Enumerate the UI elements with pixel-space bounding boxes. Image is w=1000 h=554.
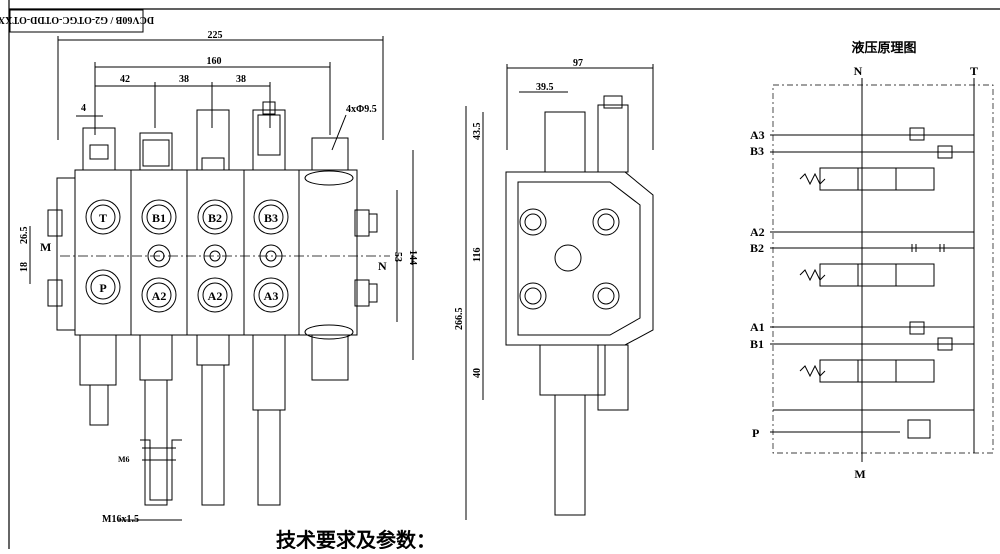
title-block: DCV60B / G2-OTGC-OTDD-OTXX [0,9,154,33]
port-b2: B2 [208,211,222,225]
schematic-label-m: M [854,467,865,481]
dim-side-width: 97 [573,58,583,69]
schematic-title: 液压原理图 [851,40,916,55]
schematic-label-a1: A1 [750,320,765,334]
port-p: P [99,281,106,295]
port-b3: B3 [264,211,278,225]
dim-mount-holes: 4xΦ9.5 [346,104,377,115]
schematic-label-b3: B3 [750,144,764,158]
port-a1: A2 [152,289,167,303]
dim-side-overall: 266.5 [454,308,465,331]
schematic-label-b2: B2 [750,241,764,255]
dim-pitch-total: 160 [207,56,222,67]
port-a3: A3 [264,289,279,303]
schematic-label-a2: A2 [750,225,765,239]
schematic-label-n: N [854,64,863,78]
schematic-label-p: P [752,426,759,440]
dim-overall-width: 225 [208,30,223,41]
dim-pitch-1: 42 [120,74,130,85]
dim-side-bottom: 40 [472,368,483,378]
dim-thread-small: M6 [118,455,130,464]
dim-vert-2: 18 [19,262,30,272]
label-n-port: N [378,259,387,273]
dim-side-mid: 116 [472,248,483,262]
port-a2: A2 [208,289,223,303]
label-m-port: M [40,240,51,254]
schematic-label-b1: B1 [750,337,764,351]
front-view: 225 160 42 38 38 4 4xΦ9.5 [19,30,418,525]
dim-pitch-2: 38 [179,74,189,85]
title-block-text: DCV60B / G2-OTGC-OTDD-OTXX [0,14,154,25]
dim-end-offset: 4 [81,103,86,114]
dim-height-1: 53 [392,252,403,262]
technical-requirements-heading: 技术要求及参数： [276,528,436,549]
dim-height-2: 144 [407,250,418,265]
dim-side-top: 43.5 [472,123,483,141]
dim-pitch-3: 38 [236,74,246,85]
dim-side-offset: 39.5 [536,82,554,93]
schematic-label-a3: A3 [750,128,765,142]
dim-vert-1: 26.5 [19,227,30,245]
port-t: T [99,211,107,225]
dim-thread-big: M16x1.5 [102,514,139,525]
side-view: 97 39.5 43.5 116 40 266.5 [454,58,654,520]
schematic-label-t: T [970,64,978,78]
hydraulic-schematic: 液压原理图 N T M A3 B3 A2 B2 A1 B1 P [750,40,994,481]
port-b1: B1 [152,211,166,225]
